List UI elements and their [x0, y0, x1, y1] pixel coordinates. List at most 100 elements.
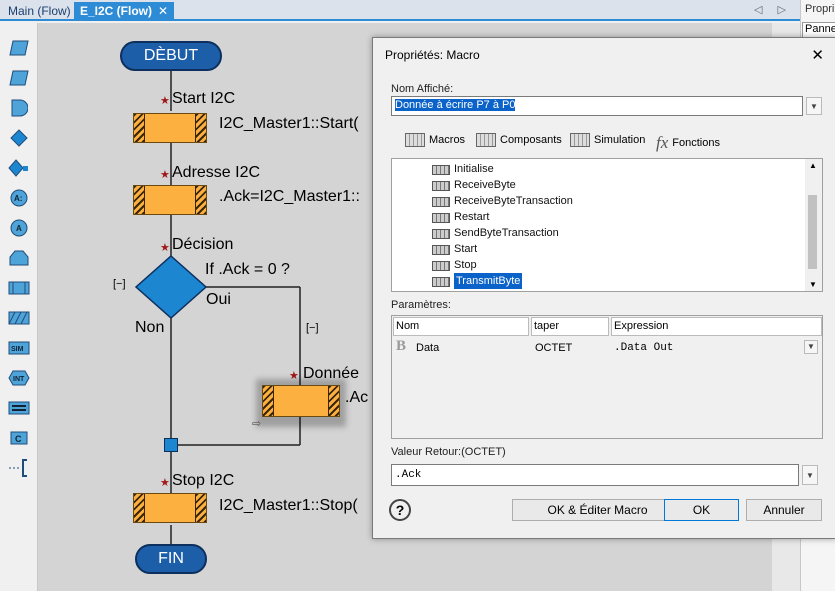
close-icon[interactable]: ✕	[811, 47, 824, 64]
address-label: Adresse I2C	[172, 164, 261, 181]
list-item[interactable]: SendByteTransaction	[454, 227, 559, 239]
breakpoint-star-icon: ★	[160, 242, 170, 254]
macro-tree[interactable]: Initialise ReceiveByte ReceiveByteTransa…	[391, 158, 823, 292]
macro-call-tool-icon[interactable]	[8, 277, 30, 299]
loop-tool-icon[interactable]	[8, 247, 30, 269]
macros-icon	[405, 133, 425, 147]
svg-text:A: A	[16, 224, 22, 233]
panel-field[interactable]: Panne	[802, 22, 835, 38]
tree-scrollbar[interactable]: ▲ ▼	[805, 159, 822, 291]
decision-label: Décision	[172, 236, 234, 253]
decision-diamond[interactable]	[134, 255, 208, 319]
tab-main-flow[interactable]: Main (Flow)	[2, 2, 77, 21]
column-expression[interactable]: Expression	[611, 317, 822, 336]
simulation-tool-icon[interactable]: SIM	[8, 337, 30, 359]
cancel-button[interactable]: Annuler	[746, 499, 822, 521]
param-name: Data	[416, 342, 440, 354]
list-item[interactable]: Stop	[454, 259, 477, 271]
component-macro-tool-icon[interactable]: A	[8, 217, 30, 239]
list-item-selected[interactable]: TransmitByte	[454, 273, 523, 289]
tab-label: Macros	[429, 134, 466, 146]
functions-fx-icon: fx	[656, 133, 669, 152]
tab-label: E_I2C (Flow)	[80, 4, 153, 18]
macro-properties-dialog: Propriétés: Macro ✕ Nom Affiché: Donnée …	[372, 37, 835, 539]
data-macro-block[interactable]	[262, 385, 340, 417]
start-terminal[interactable]: DÈBUT	[120, 41, 222, 71]
comment-tool-icon[interactable]	[8, 457, 30, 479]
tab-macros[interactable]: Macros	[405, 133, 465, 147]
display-name-dropdown[interactable]: ▼	[806, 97, 822, 115]
column-name[interactable]: Nom	[393, 317, 529, 336]
calculation-tool-icon[interactable]: A:	[8, 187, 30, 209]
yes-branch-label: Oui	[206, 291, 231, 308]
macro-icon	[432, 229, 450, 239]
return-value-dropdown[interactable]: ▼	[802, 465, 818, 485]
address-call-text: .Ack=I2C_Master1::	[219, 188, 360, 205]
ok-edit-macro-button[interactable]: OK & Éditer Macro	[512, 499, 683, 521]
end-terminal[interactable]: FIN	[135, 544, 207, 574]
data-label: Donnée	[303, 365, 360, 382]
list-item[interactable]: ReceiveByte	[454, 179, 516, 191]
macro-icon	[432, 213, 450, 223]
simulation-icon	[570, 133, 590, 147]
decision-condition: If .Ack = 0 ?	[205, 261, 290, 278]
macro-icon	[432, 277, 450, 287]
list-item[interactable]: Restart	[454, 211, 490, 223]
start-i2c-call-text: I2C_Master1::Start(	[219, 115, 359, 132]
decision-tool-icon[interactable]	[8, 127, 30, 149]
scroll-down-icon[interactable]: ▼	[809, 280, 817, 289]
component-call-tool-icon[interactable]	[8, 307, 30, 329]
column-type[interactable]: taper	[531, 317, 609, 336]
document-tab-bar: Main (Flow) E_I2C (Flow) ✕ ◁ ▷	[0, 0, 800, 21]
help-icon[interactable]: ?	[389, 499, 411, 521]
connection-node[interactable]	[164, 438, 178, 452]
input-tool-icon[interactable]	[8, 37, 30, 59]
components-icon	[476, 133, 496, 147]
delay-tool-icon[interactable]	[8, 97, 30, 119]
expression-dropdown[interactable]: ▼	[804, 340, 818, 354]
connection-point-tool-icon[interactable]	[8, 397, 30, 419]
macro-icon	[432, 181, 450, 191]
params-label: Paramètres:	[391, 299, 451, 311]
scroll-thumb[interactable]	[808, 195, 817, 269]
params-table: Nom taper Expression B Data OCTET .Data …	[391, 315, 823, 439]
close-tab-icon[interactable]: ✕	[158, 4, 169, 18]
list-item[interactable]: ReceiveByteTransaction	[454, 195, 573, 207]
pointer-icon: ⇨	[252, 418, 262, 430]
byte-type-icon: B	[396, 338, 407, 354]
icon-toolbar: A: A SIM INT C	[0, 23, 38, 591]
switch-tool-icon[interactable]	[8, 157, 30, 179]
return-value-input[interactable]: .Ack	[391, 464, 799, 486]
breakpoint-star-icon: ★	[289, 370, 299, 382]
tab-components[interactable]: Composants	[476, 133, 562, 147]
list-item[interactable]: Start	[454, 243, 478, 255]
tab-simulation[interactable]: Simulation	[570, 133, 645, 147]
output-tool-icon[interactable]	[8, 67, 30, 89]
display-name-input[interactable]: Donnée à écrire P7 à P0	[391, 96, 803, 116]
dialog-title: Propriétés: Macro	[385, 48, 480, 62]
display-name-value: Donnée à écrire P7 à P0	[395, 99, 516, 111]
data-call-text: .Ac	[345, 389, 369, 406]
svg-text:C: C	[15, 434, 22, 444]
tab-e-i2c-flow[interactable]: E_I2C (Flow) ✕	[74, 2, 175, 21]
stop-i2c-block[interactable]	[133, 493, 207, 523]
param-expression[interactable]: .Data Out	[614, 342, 674, 354]
collapse-right-button[interactable]: [−]	[306, 322, 319, 334]
interrupt-tool-icon[interactable]: INT	[8, 367, 30, 389]
scroll-up-icon[interactable]: ▲	[809, 161, 817, 170]
breakpoint-star-icon: ★	[160, 169, 170, 181]
tab-label: Fonctions	[672, 137, 720, 149]
breakpoint-star-icon: ★	[160, 95, 170, 107]
no-branch-label: Non	[135, 319, 165, 336]
svg-text:SIM: SIM	[11, 346, 24, 353]
start-i2c-block[interactable]	[133, 113, 207, 143]
address-block[interactable]	[133, 185, 207, 215]
return-value-label: Valeur Retour:(OCTET)	[391, 446, 506, 458]
tab-scroll-arrows[interactable]: ◁ ▷	[754, 4, 792, 16]
tab-label: Simulation	[594, 134, 646, 146]
ok-button[interactable]: OK	[664, 499, 739, 521]
collapse-left-button[interactable]: [−]	[113, 278, 126, 290]
list-item[interactable]: Initialise	[454, 163, 494, 175]
c-code-tool-icon[interactable]: C	[8, 427, 30, 449]
